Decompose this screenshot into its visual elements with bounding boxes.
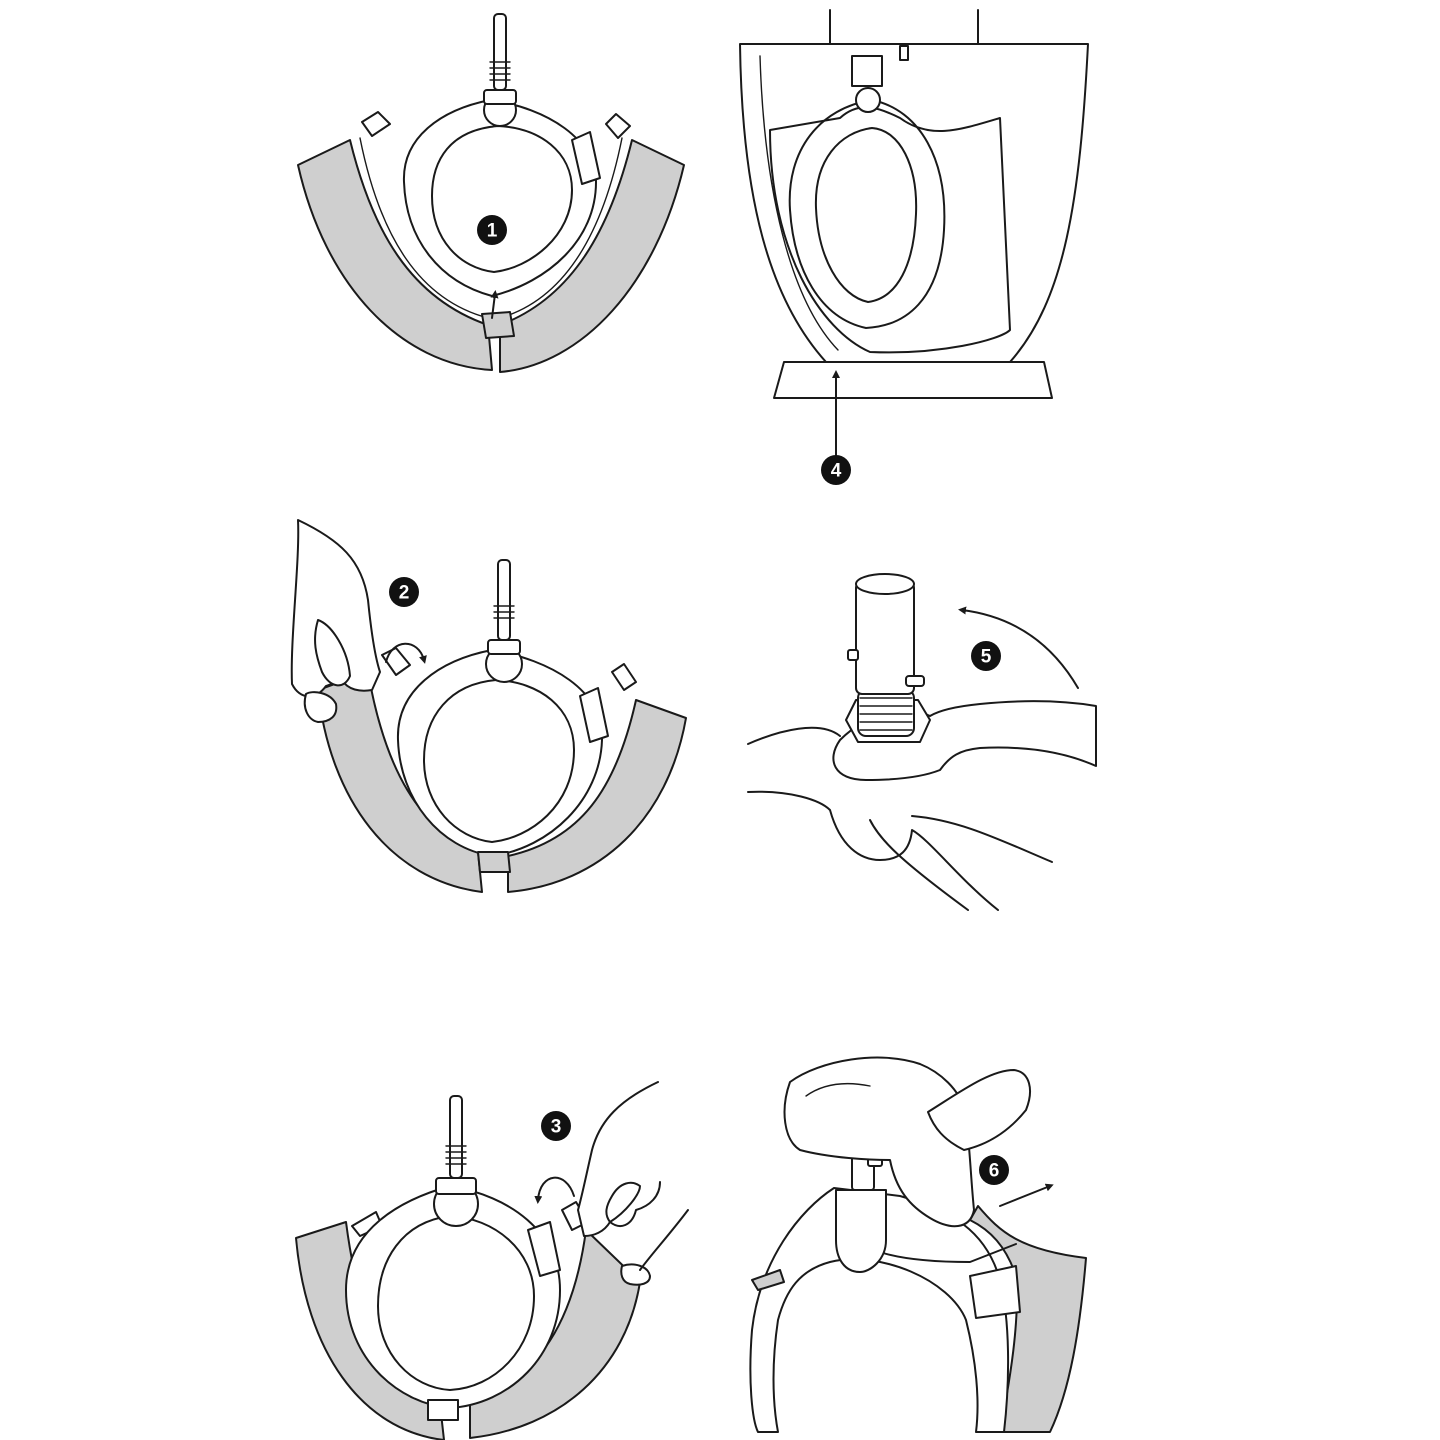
tighten-arrow xyxy=(958,606,1079,689)
beater-shaft xyxy=(497,559,511,641)
push-arrow xyxy=(999,1183,1054,1207)
beater-hub xyxy=(835,1189,887,1273)
scraper xyxy=(969,1205,1087,1433)
step-number: 2 xyxy=(399,583,410,604)
panel-step-2 xyxy=(290,519,687,893)
scraper-right-tab xyxy=(605,113,631,139)
step-number: 3 xyxy=(551,1117,562,1138)
step-number: 5 xyxy=(981,647,992,668)
scraper-right-half xyxy=(499,139,685,373)
step-number: 6 xyxy=(989,1161,1000,1182)
hand xyxy=(290,519,381,698)
hand xyxy=(577,1081,661,1237)
scraper-left-half xyxy=(297,139,493,371)
bowl-scraper-inside xyxy=(769,106,1011,354)
scraper-right-half xyxy=(507,699,687,893)
hand xyxy=(783,1056,975,1228)
panel-step-3 xyxy=(295,1081,689,1440)
rotate-arrow xyxy=(385,642,427,664)
step-badge-3: 3 xyxy=(541,1111,571,1141)
panel-step-4 xyxy=(739,9,1089,457)
insert-arrow xyxy=(490,290,499,319)
panel-step-5 xyxy=(747,573,1097,911)
bowl-platform xyxy=(773,361,1053,399)
panel-step-6 xyxy=(749,1056,1087,1433)
scraper-left-half xyxy=(317,671,483,893)
step-badge-2: 2 xyxy=(389,577,419,607)
rotate-arrow xyxy=(534,1176,575,1204)
hand xyxy=(747,726,999,911)
scraper-left-tab xyxy=(361,111,391,137)
step-badge-4: 4 xyxy=(821,455,851,485)
step-number: 4 xyxy=(831,461,842,482)
step-number: 1 xyxy=(487,221,498,242)
panel-step-1 xyxy=(297,13,685,373)
beater-shaft xyxy=(449,1095,463,1179)
step-badge-5: 5 xyxy=(971,641,1001,671)
beater-shaft xyxy=(493,13,507,91)
step-badge-6: 6 xyxy=(979,1155,1009,1185)
mixer-head xyxy=(829,9,979,47)
step-badge-1: 1 xyxy=(477,215,507,245)
